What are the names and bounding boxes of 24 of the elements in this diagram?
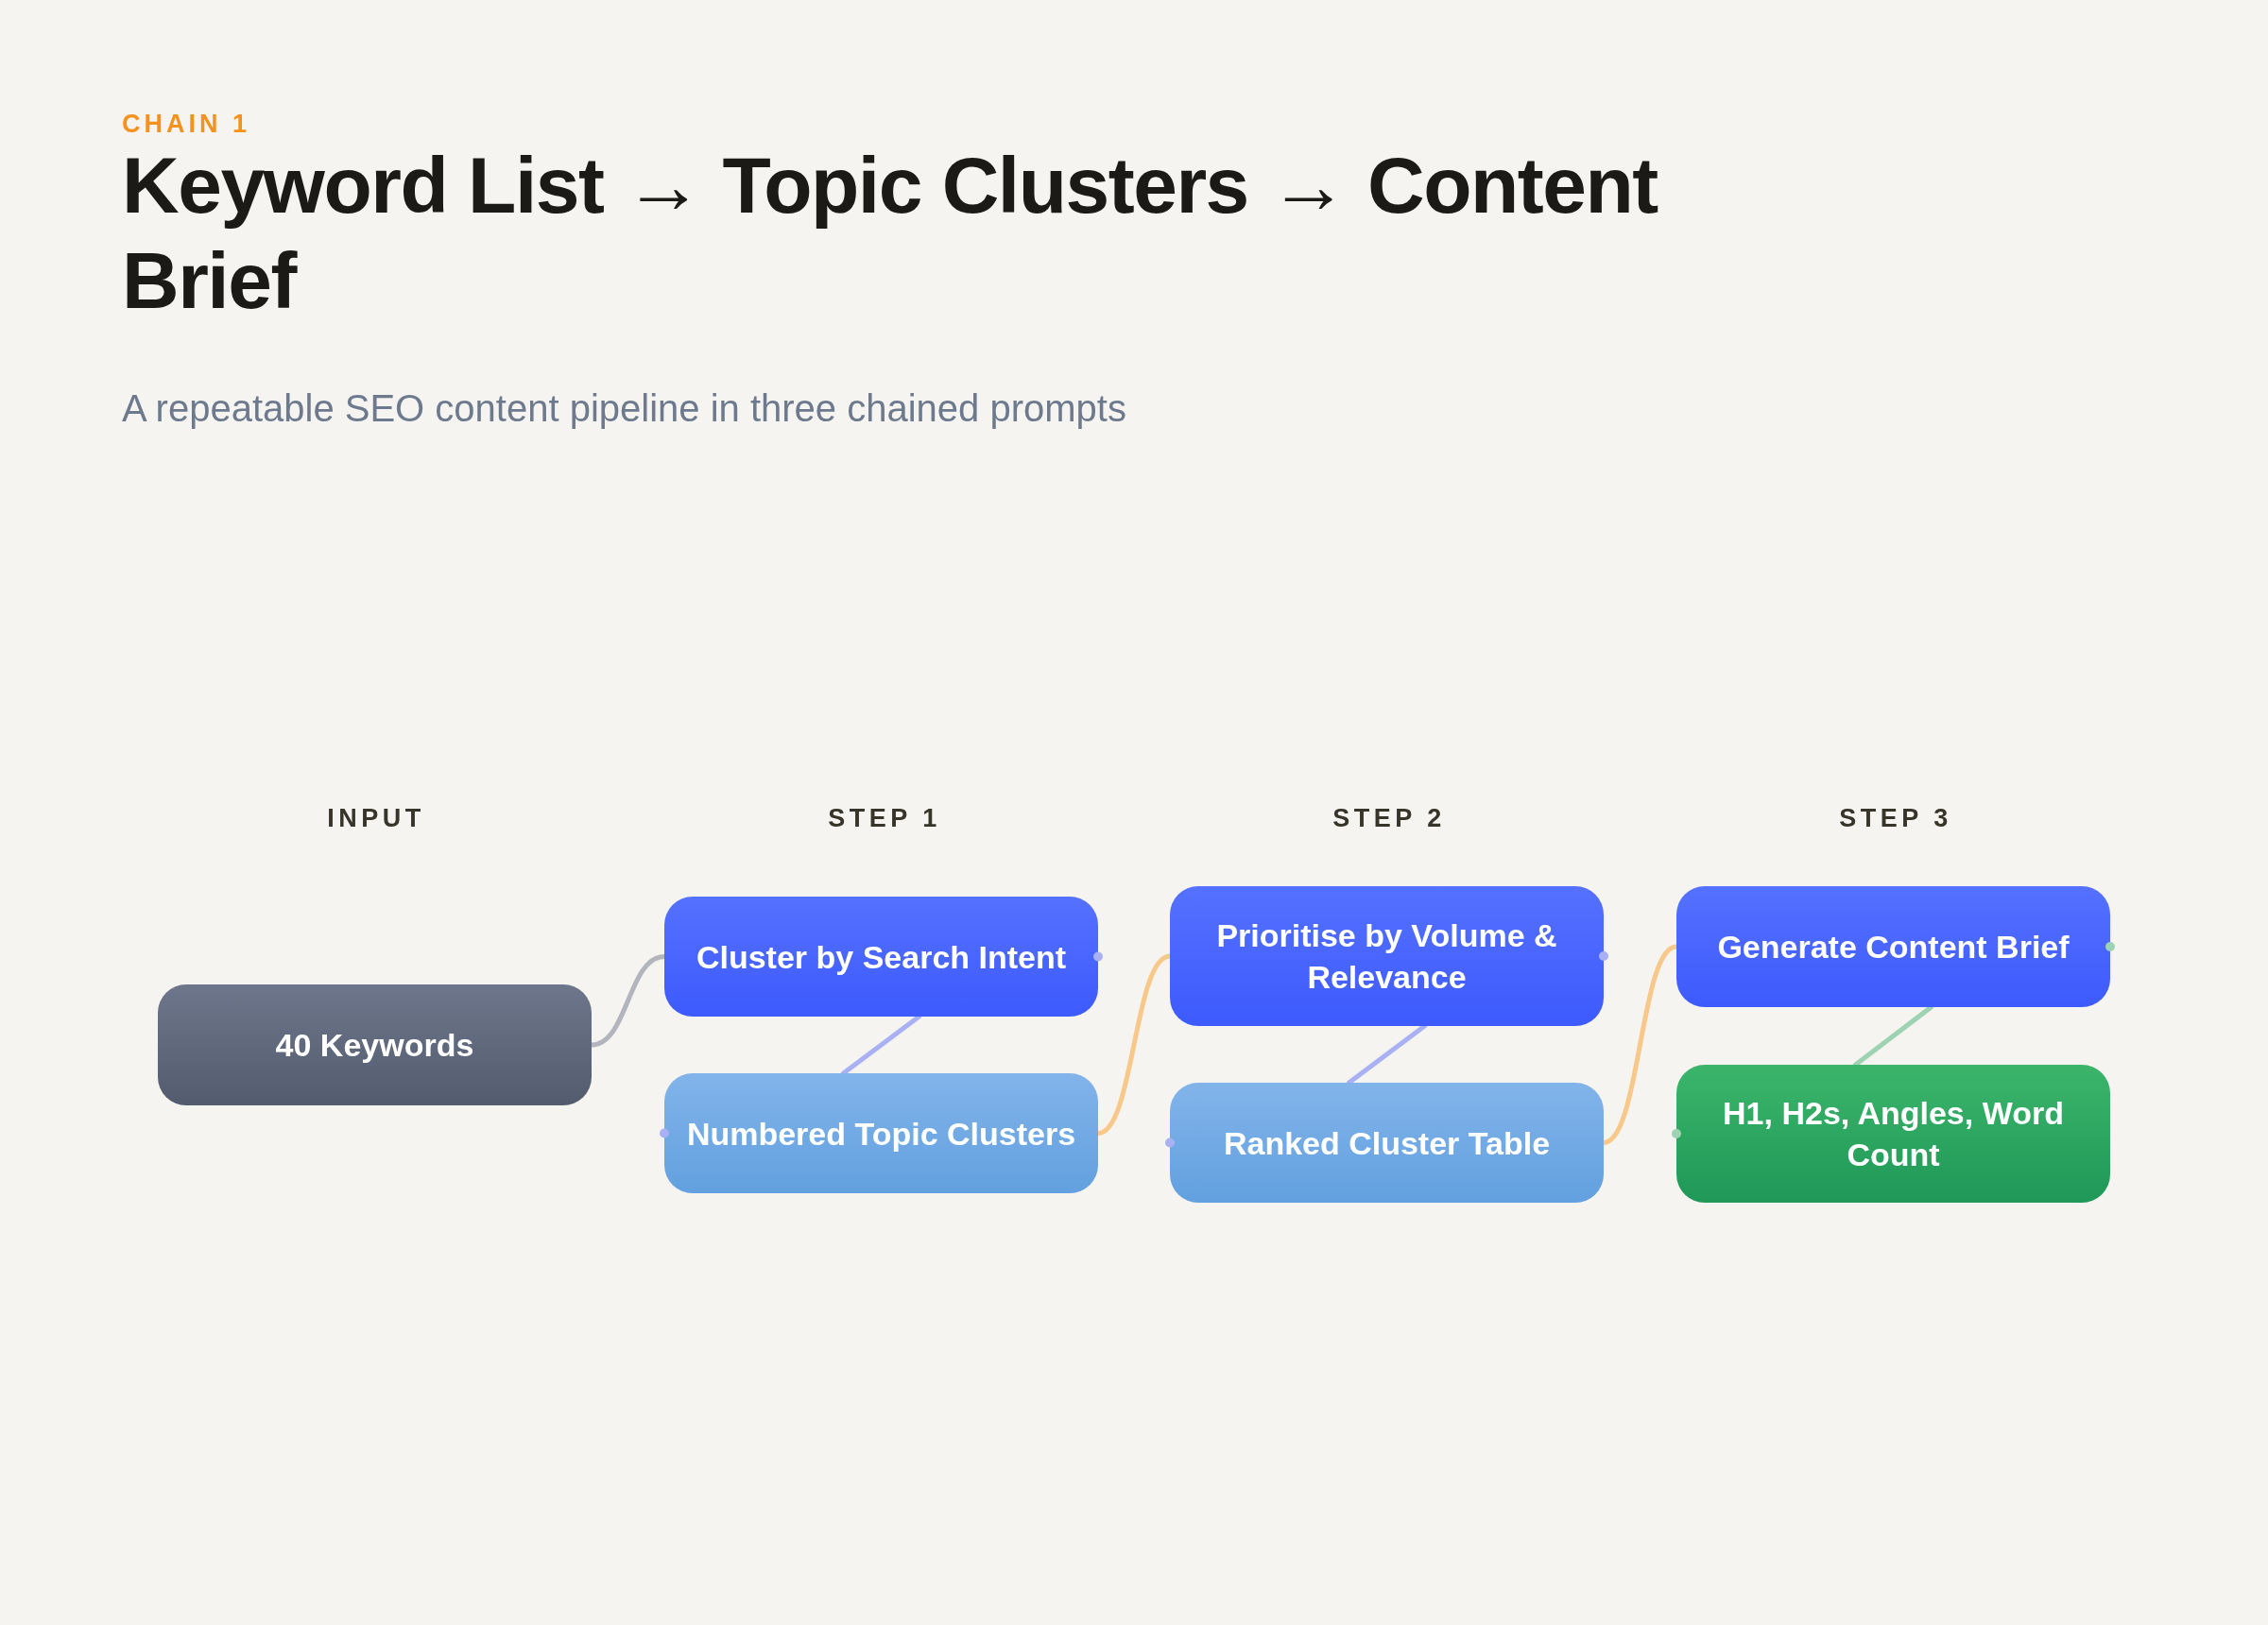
process-box [1170,886,1604,1026]
node-label: 40 Keywords [275,1026,474,1065]
connector-line [1347,1023,1427,1086]
input-box [158,984,592,1105]
column-heading: STEP 1 [828,806,941,831]
column-heading: STEP 3 [1839,806,1952,831]
output-box [664,1073,1098,1193]
connector-line [1853,1004,1933,1068]
subtitle: A repeatable SEO content pipeline in three chained prompts [122,386,1126,431]
output-box [1170,1083,1604,1203]
node-label: Numbered Topic Clusters [686,1114,1076,1154]
node-label: Ranked Cluster Table [1223,1123,1551,1163]
eyebrow-label: CHAIN 1 [122,111,250,137]
process-box [1676,886,2110,1007]
node-label: Prioritise by Volume & Relevance [1215,916,1558,997]
node-label: H1, H2s, Angles, Word Count [1722,1094,2065,1174]
output-box [1676,1065,2110,1203]
connector-line [841,1014,921,1076]
column-heading: STEP 2 [1332,806,1446,831]
node-label: Cluster by Search Intent [696,937,1067,977]
node-label: Generate Content Brief [1717,928,2070,966]
column-heading: INPUT [327,806,425,831]
process-box [664,897,1098,1017]
title: Keyword List → Topic Clusters → Content Brief [122,140,1659,327]
